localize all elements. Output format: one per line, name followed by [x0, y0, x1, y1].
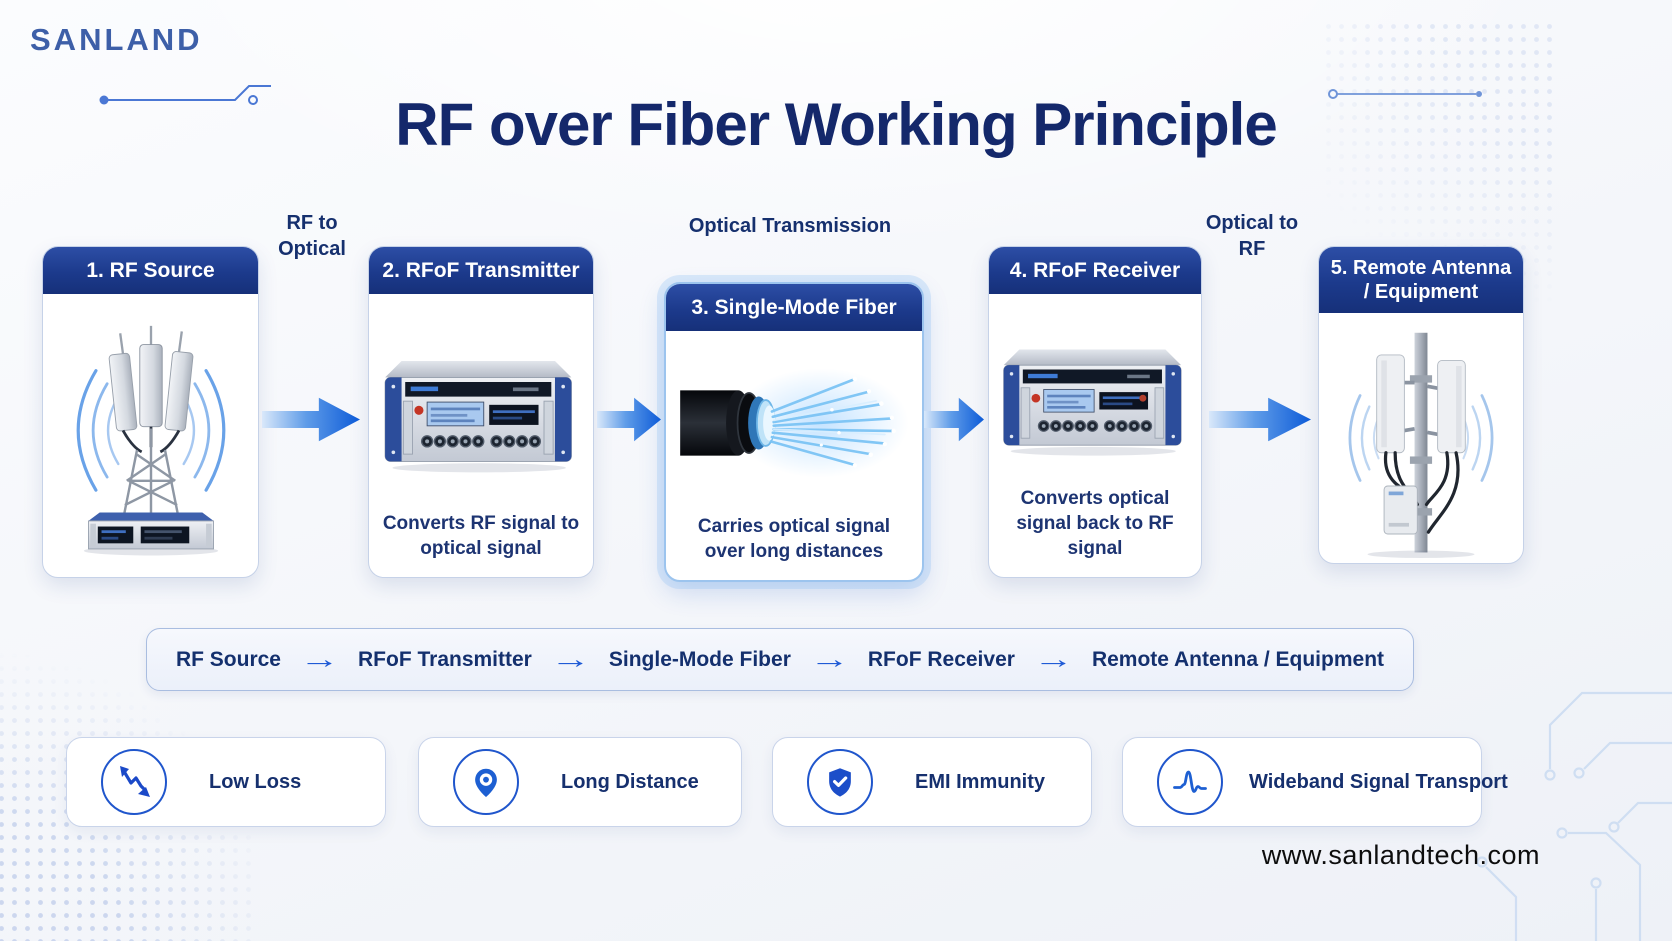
- fiber-optic-cable-illustration: [666, 331, 922, 514]
- step-caption: Converts optical signal back to RF signa…: [1016, 487, 1174, 559]
- step-card-rf-source: 1. RF Source: [42, 246, 259, 578]
- flow-item-rfof-receiver: RFoF Receiver: [867, 647, 1015, 671]
- step-card-rfof-receiver: 4. RFoF Receiver: [988, 246, 1202, 578]
- line-decoration: [1328, 89, 1482, 99]
- step-card-rfof-transmitter: 2. RFoF Transmitter: [368, 246, 594, 578]
- transition-label-optical-to-rf: Optical to RF: [1205, 212, 1299, 261]
- right-arrow-icon: →: [1033, 644, 1074, 674]
- transition-label-rf-to-optical: RF to Optical: [278, 212, 346, 261]
- feature-badge-low-loss: Low Loss: [66, 737, 386, 827]
- page-title: RF over Fiber Working Principle: [395, 91, 1277, 159]
- right-arrow-icon: →: [550, 644, 591, 674]
- location-pin-icon: [453, 749, 519, 815]
- waveform-icon: [1157, 749, 1223, 815]
- loss-decline-icon: [101, 749, 167, 815]
- feature-label: Wideband Signal Transport: [1249, 770, 1508, 793]
- remote-antenna-illustration: [1319, 313, 1523, 563]
- brand-logo: SANLAND: [30, 22, 203, 57]
- rfof-receiver-illustration: [989, 294, 1201, 486]
- step-card-remote-antenna: 5. Remote Antenna / Equipment: [1318, 246, 1524, 564]
- flow-item-remote-antenna: Remote Antenna / Equipment: [1091, 647, 1385, 671]
- flow-summary-bar: RF Source → RFoF Transmitter → Single-Mo…: [146, 628, 1414, 691]
- step-card-single-mode-fiber: 3. Single-Mode Fiber: [664, 282, 924, 582]
- right-arrow-icon: →: [809, 644, 850, 674]
- step-caption: Carries optical signal over long distanc…: [697, 515, 891, 562]
- flow-arrow-icon: [262, 397, 360, 442]
- step-header: 1. RF Source: [43, 247, 258, 295]
- flow-arrow-icon: [1209, 397, 1311, 442]
- feature-badge-wideband: Wideband Signal Transport: [1122, 737, 1508, 827]
- flow-item-single-mode-fiber: Single-Mode Fiber: [608, 647, 791, 671]
- transition-label-optical-transmission: Optical Transmission: [688, 215, 892, 237]
- flow-item-rfof-transmitter: RFoF Transmitter: [358, 647, 532, 671]
- website-url: www.sanlandtech.com: [1261, 840, 1540, 870]
- circuit-line-decoration: [99, 85, 271, 105]
- shield-check-icon: [807, 749, 873, 815]
- right-arrow-icon: →: [299, 644, 340, 674]
- feature-label: EMI Immunity: [915, 770, 1046, 793]
- step-header: 5. Remote Antenna / Equipment: [1319, 247, 1523, 313]
- step-header: 3. Single-Mode Fiber: [666, 284, 922, 332]
- feature-badge-long-distance: Long Distance: [418, 737, 742, 827]
- step-caption: Converts RF signal to optical signal: [382, 512, 580, 559]
- step-header: 4. RFoF Receiver: [989, 247, 1201, 295]
- flow-arrow-icon: [597, 397, 661, 442]
- antenna-tower-illustration: [43, 294, 258, 577]
- rfof-transmitter-illustration: [369, 294, 593, 511]
- step-header: 2. RFoF Transmitter: [369, 247, 593, 295]
- feature-badge-emi-immunity: EMI Immunity: [772, 737, 1092, 827]
- flow-arrow-icon: [924, 397, 984, 442]
- feature-label: Long Distance: [561, 770, 699, 793]
- flow-item-rf-source: RF Source: [175, 647, 281, 671]
- feature-label: Low Loss: [209, 770, 302, 793]
